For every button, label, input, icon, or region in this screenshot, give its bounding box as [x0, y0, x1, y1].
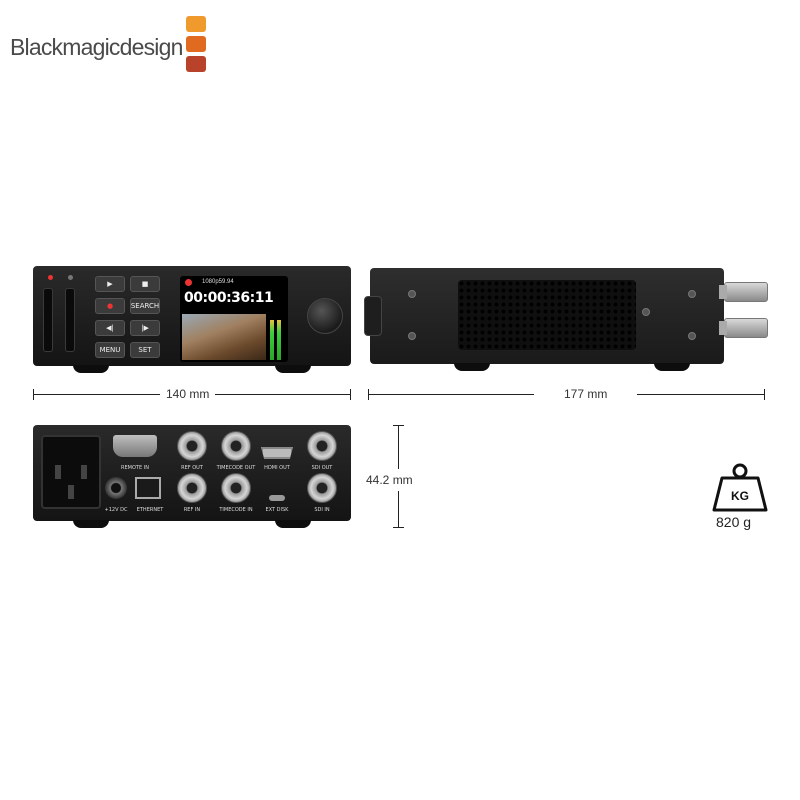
timecode-in-port [221, 473, 251, 503]
record-button: ● [95, 298, 125, 314]
logo-square-bottom [186, 56, 206, 72]
weight-icon: KG [712, 463, 768, 512]
foot [654, 363, 690, 371]
port-label: SDI IN [314, 507, 330, 513]
logo-square-middle [186, 36, 206, 52]
set-button: SET [130, 342, 160, 358]
next-button: |▶ [130, 320, 160, 336]
foot [275, 365, 311, 373]
search-dial [307, 298, 343, 334]
timecode-out-port [221, 431, 251, 461]
screw [408, 290, 416, 298]
remote-in-port [113, 435, 157, 457]
record-led [48, 275, 53, 280]
port-label: REF IN [183, 507, 201, 513]
previous-button: ◀| [95, 320, 125, 336]
dimension-tick [393, 527, 404, 528]
port-label: SDI OUT [311, 465, 333, 471]
screw [408, 332, 416, 340]
port-label: TIMECODE IN [219, 507, 253, 513]
brand-logo: Blackmagicdesign [10, 16, 220, 76]
video-preview [182, 314, 266, 360]
brand-wordmark: Blackmagicdesign [10, 34, 183, 60]
audio-meter-left [270, 320, 274, 360]
back-view: REMOTE IN REF OUT TIMECODE OUT HDMI OUT … [33, 425, 351, 528]
port-label: REMOTE IN [121, 465, 149, 471]
ref-out-port [177, 431, 207, 461]
side-view [364, 268, 724, 371]
menu-button: MENU [95, 342, 125, 358]
side-bnc-connector [719, 282, 768, 302]
play-button: ▶ [95, 276, 125, 292]
search-button: SEARCH [130, 298, 160, 314]
width-label: 140 mm [160, 387, 216, 401]
power-pin [68, 485, 74, 499]
sdi-in-port [307, 473, 337, 503]
media-slot-2 [65, 288, 75, 352]
logo-square-top [186, 16, 206, 32]
sdi-out-port [307, 431, 337, 461]
foot [73, 520, 109, 528]
dimension-tick [350, 389, 351, 400]
stop-button: ■ [130, 276, 160, 292]
weight-icon-label: KG [731, 489, 749, 503]
video-format: 1080p59.94 [202, 279, 234, 285]
screw [688, 290, 696, 298]
ventilation-grille [458, 280, 636, 350]
status-led [68, 275, 73, 280]
timecode-display: 00:00:36:11 [184, 290, 274, 306]
weight-value: 820 g [716, 514, 752, 530]
port-label: HDMI OUT [264, 465, 290, 471]
port-label: REF OUT [181, 465, 203, 471]
screw [642, 308, 650, 316]
ethernet-port [135, 477, 161, 499]
audio-meter-right [277, 320, 281, 360]
screw [688, 332, 696, 340]
port-label: TIMECODE OUT [216, 465, 256, 471]
lcd-screen: 1080p59.94 00:00:36:11 [180, 276, 288, 362]
dimension-tick [33, 389, 34, 400]
side-dial [364, 296, 382, 336]
port-label: +12V DC [104, 507, 128, 513]
port-label: EXT DISK [265, 507, 289, 513]
ext-disk-port [269, 495, 285, 501]
dimension-tick [368, 389, 369, 400]
port-label: ETHERNET [136, 507, 164, 513]
dimension-tick [393, 425, 404, 426]
dc-power-port [105, 477, 127, 499]
foot [454, 363, 490, 371]
ref-in-port [177, 473, 207, 503]
power-pin [55, 465, 61, 479]
foot [73, 365, 109, 373]
power-inlet [41, 435, 101, 509]
hdmi-out-port [261, 447, 293, 459]
media-slot-1 [43, 288, 53, 352]
side-bnc-connector [719, 318, 768, 338]
height-label: 44.2 mm [364, 469, 415, 491]
dimension-tick [764, 389, 765, 400]
record-indicator-icon [185, 279, 192, 286]
power-pin [81, 465, 87, 479]
depth-label: 177 mm [534, 387, 638, 401]
front-view: ▶ ■ ● SEARCH ◀| |▶ MENU SET 1080p59.94 0… [33, 266, 351, 373]
foot [275, 520, 311, 528]
